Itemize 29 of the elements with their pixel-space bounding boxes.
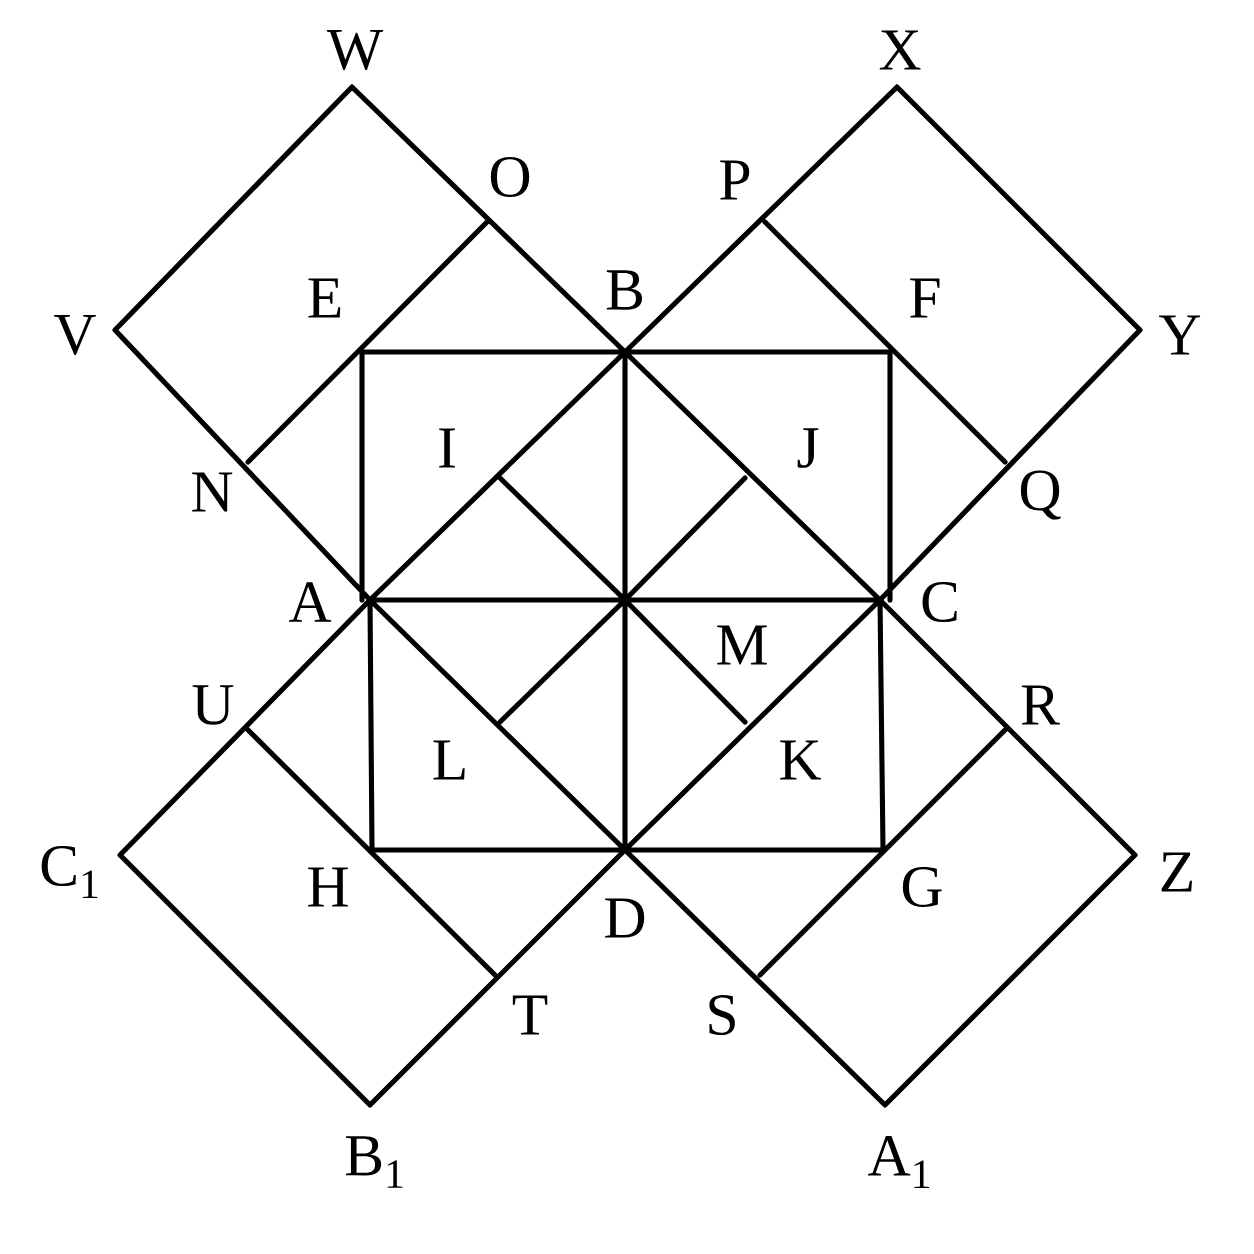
point-label: B$_{1}$ (345, 1136, 403, 1188)
point-label: U (192, 685, 234, 725)
point-label: G (902, 866, 942, 908)
point-label: C$_{1}$ (41, 845, 98, 899)
point-label: E (308, 278, 341, 318)
point-label: V (54, 315, 96, 355)
point-label: B (606, 270, 642, 310)
point-label: N (192, 472, 233, 512)
point-label: I (439, 428, 455, 468)
point-label: S (709, 994, 735, 1036)
point-label: Z (1161, 852, 1192, 892)
point-label: A$_{1}$ (868, 1136, 930, 1188)
point-label: Q (1020, 470, 1061, 520)
point-label: P (720, 160, 750, 200)
point-label: L (433, 740, 465, 780)
point-label: C (922, 581, 957, 623)
point-label: A (289, 582, 332, 622)
point-label: D (605, 898, 645, 938)
point-label: J (797, 428, 819, 468)
point-label: W (326, 30, 384, 70)
point-label: O (490, 156, 530, 198)
point-label: F (910, 278, 940, 318)
point-label: Y (1159, 315, 1201, 355)
point-label: M (717, 625, 767, 665)
point-label: H (308, 867, 348, 907)
point-label: X (879, 30, 921, 70)
point-label: K (780, 740, 821, 780)
point-label: R (1021, 685, 1060, 725)
point-label: T (512, 995, 548, 1035)
